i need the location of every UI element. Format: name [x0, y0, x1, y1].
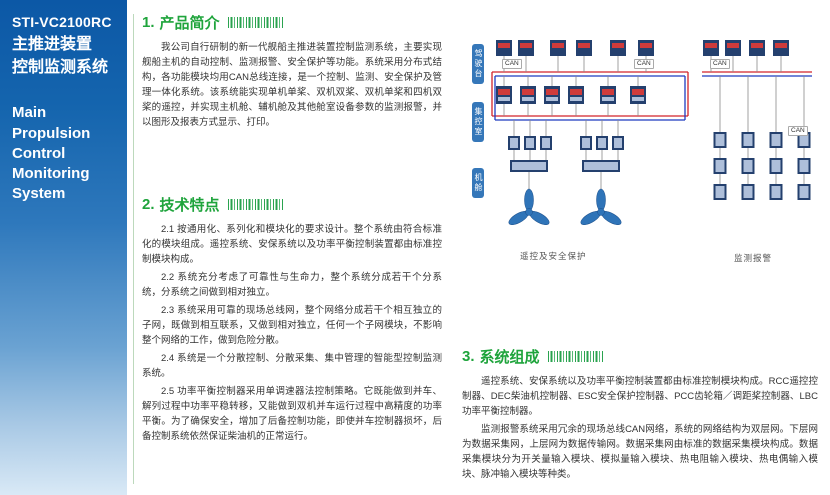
paragraph: 遥控系统、安保系统以及功率平衡控制装置都由标准控制模块构成。RCC遥控控制器、D… — [462, 376, 818, 417]
section-heading: 2. 技术特点 — [142, 194, 442, 215]
barcode-icon — [227, 199, 284, 210]
paragraph: 2.1 按通用化、系列化和模块化的要求设计。整个系统由符合标准化的模块组成。遥控… — [142, 224, 442, 265]
section-heading: 3. 系统组成 — [462, 346, 818, 367]
section-title: 产品简介 — [159, 15, 220, 32]
section-features: 2. 技术特点 2.1 按通用化、系列化和模块化的要求设计。整个系统由符合标准化… — [142, 194, 442, 444]
barcode-icon — [547, 351, 604, 362]
can-label: CAN — [788, 126, 808, 136]
product-title-cn: 主推进装置 控制监测系统 — [12, 36, 109, 77]
paragraph: 监测报警系统采用冗余的现场总线CAN网络，系统的网络结构为双层网。下层网为数据采… — [462, 424, 818, 480]
paragraph: 2.2 系统充分考虑了可靠性与生命力，整个系统分成若干个分系统，分系统之间做到相… — [142, 272, 442, 298]
section-intro: 1. 产品简介 我公司自行研制的新一代舰船主推进装置控制监测系统，主要实现舰船主… — [142, 12, 442, 130]
section-number: 2. — [142, 196, 155, 213]
content-divider — [133, 14, 134, 484]
can-label: CAN — [710, 59, 730, 69]
network-diagram-svg — [491, 40, 812, 225]
monitor-caption: 监测报警 — [734, 253, 773, 263]
connection-lines — [503, 56, 805, 206]
section-number: 1. — [142, 14, 155, 31]
product-model: STI-VC2100RC — [12, 14, 112, 30]
section-number: 3. — [462, 348, 475, 365]
can-label: CAN — [502, 59, 522, 69]
monitor-modules — [713, 132, 811, 200]
main-text-column: 1. 产品简介 我公司自行研制的新一代舰船主推进装置控制监测系统，主要实现舰船主… — [142, 12, 442, 447]
bridge-devices — [496, 40, 654, 56]
section-composition: 3. 系统组成 遥控系统、安保系统以及功率平衡控制装置都由标准控制模块构成。RC… — [462, 346, 818, 485]
propeller-left-icon — [508, 188, 550, 225]
section-title: 技术特点 — [159, 197, 220, 214]
barcode-icon — [227, 17, 284, 28]
section-heading: 1. 产品简介 — [142, 12, 442, 33]
sidebar: STI-VC2100RC 主推进装置 控制监测系统 Main Propulsio… — [0, 0, 127, 495]
propeller-right-icon — [580, 188, 622, 225]
remote-caption: 遥控及安全保护 — [520, 251, 587, 261]
paragraph: 2.3 系统采用可靠的现场总线网，整个网络分成若干个相互独立的子网，既做到相互联… — [142, 305, 442, 346]
paragraph: 2.5 功率平衡控制器采用单调速器法控制策略。它既能做到并车、解列过程中功率平稳… — [142, 386, 442, 442]
zone-label-control-room: 集控室 — [472, 102, 484, 142]
product-title-en: Main Propulsion Control Monitoring Syste… — [12, 104, 91, 203]
zone-label-bridge: 驾驶台 — [472, 44, 484, 84]
zone-label-engine-room: 机舱 — [472, 168, 484, 198]
engine-room-modules — [508, 136, 624, 150]
section-title: 系统组成 — [479, 349, 540, 366]
system-diagram: 驾驶台 集控室 机舱 CAN CAN CAN CAN 遥控及安全保护 监测报警 — [458, 26, 822, 274]
device-screens-red — [498, 43, 787, 95]
can-label: CAN — [634, 59, 654, 69]
paragraph: 2.4 系统是一个分散控制、分散采集、集中管理的智能型控制监测系统。 — [142, 353, 442, 379]
device-screens-light — [498, 97, 809, 198]
bus-lines — [491, 71, 812, 121]
paragraph: 我公司自行研制的新一代舰船主推进装置控制监测系统，主要实现舰船主机的自动控制、监… — [142, 42, 442, 128]
